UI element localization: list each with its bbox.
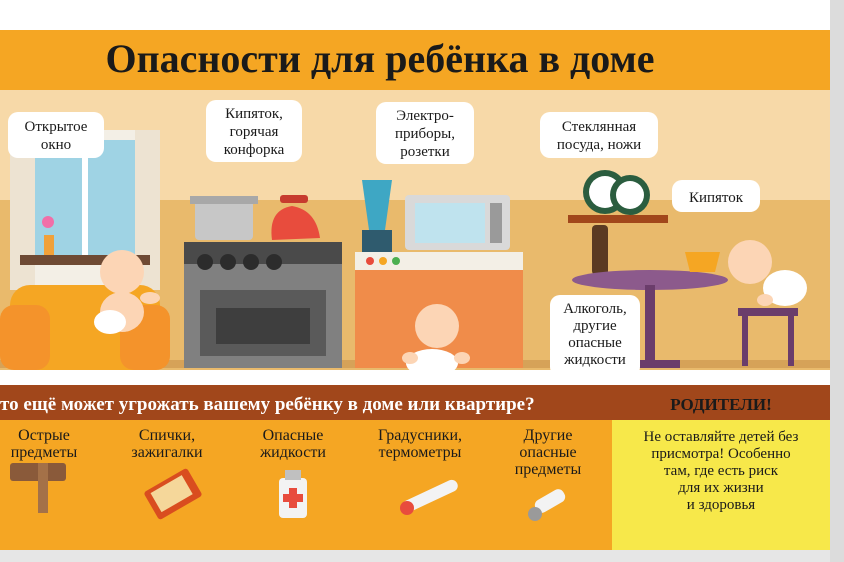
svg-text:Опасные: Опасные xyxy=(263,427,324,444)
scrollbar-track[interactable] xyxy=(830,0,844,562)
page-bottom xyxy=(0,550,830,562)
svg-text:присмотра! Особенно: присмотра! Особенно xyxy=(651,446,790,462)
lightbulb-icon xyxy=(528,489,566,521)
svg-text:Кипяток,: Кипяток, xyxy=(225,106,283,122)
category-matches: Спички, зажигалки xyxy=(131,427,203,520)
svg-text:там, где есть риск: там, где есть риск xyxy=(664,463,779,479)
svg-text:жидкости: жидкости xyxy=(259,444,326,461)
bottle-icon xyxy=(279,470,307,518)
svg-text:опасные: опасные xyxy=(519,444,576,461)
svg-text:Градусники,: Градусники, xyxy=(378,427,462,444)
hammer-icon xyxy=(10,463,66,513)
svg-text:и здоровья: и здоровья xyxy=(687,497,755,513)
callout-alcohol: Алкоголь, другие опасные жидкости xyxy=(550,295,640,377)
svg-text:Не оставляйте детей без: Не оставляйте детей без xyxy=(644,429,799,445)
callout-open-window: Открытое окно xyxy=(8,112,104,158)
svg-text:Алкоголь,: Алкоголь, xyxy=(563,301,627,317)
svg-text:Кипяток: Кипяток xyxy=(689,190,744,206)
svg-text:Стеклянная: Стеклянная xyxy=(562,119,636,135)
page-title: Опасности для ребёнка в доме xyxy=(105,36,654,81)
category-other-objects: Другие опасные предметы xyxy=(515,427,582,521)
shelf-illustration xyxy=(568,170,668,275)
baby-sitting xyxy=(402,304,470,377)
baby-on-sofa xyxy=(94,250,160,334)
svg-text:конфорка: конфорка xyxy=(224,142,285,158)
table-illustration xyxy=(572,252,798,368)
thermometer-icon xyxy=(400,479,458,515)
svg-text:зажигалки: зажигалки xyxy=(131,444,203,461)
svg-text:жидкости: жидкости xyxy=(563,352,626,368)
svg-text:предметы: предметы xyxy=(11,444,78,461)
parents-message: Не оставляйте детей без присмотра! Особе… xyxy=(644,429,799,513)
svg-text:опасные: опасные xyxy=(568,335,622,351)
infographic: Опасности для ребёнка в доме xyxy=(0,30,830,550)
callout-stove: Кипяток, горячая конфорка xyxy=(206,100,302,162)
svg-text:приборы,: приборы, xyxy=(395,126,455,142)
question-bar xyxy=(0,385,612,420)
svg-text:посуда, ножи: посуда, ножи xyxy=(557,137,641,153)
category-dangerous-liquids: Опасные жидкости xyxy=(259,427,326,518)
title-band xyxy=(0,30,830,90)
svg-text:окно: окно xyxy=(41,137,71,153)
callout-boiling-water: Кипяток xyxy=(672,180,760,212)
svg-text:Острые: Острые xyxy=(18,427,70,444)
parents-header-bg xyxy=(612,385,830,420)
svg-text:Электро-: Электро- xyxy=(396,108,454,124)
baby-on-stool xyxy=(728,240,807,306)
svg-text:горячая: горячая xyxy=(230,124,279,140)
svg-text:Спички,: Спички, xyxy=(139,427,195,444)
stove-illustration xyxy=(184,195,342,368)
svg-text:для их жизни: для их жизни xyxy=(678,480,763,496)
svg-text:Другие: Другие xyxy=(524,427,573,444)
category-thermometers: Градусники, термометры xyxy=(378,427,462,515)
svg-text:предметы: предметы xyxy=(515,461,582,478)
category-sharp-objects: Острые предметы xyxy=(10,427,78,513)
question-text: то ещё может угрожать вашему ребёнку в д… xyxy=(0,394,535,415)
svg-text:розетки: розетки xyxy=(400,144,449,160)
parents-panel xyxy=(612,420,830,550)
callout-glass-knives: Стеклянная посуда, ножи xyxy=(540,112,658,158)
matchbox-icon xyxy=(144,468,202,520)
svg-text:термометры: термометры xyxy=(379,444,462,461)
callout-appliances: Электро- приборы, розетки xyxy=(376,102,474,164)
svg-text:другие: другие xyxy=(573,318,617,334)
parents-header: РОДИТЕЛИ! xyxy=(670,395,772,414)
svg-text:Открытое: Открытое xyxy=(25,119,88,135)
window-illustration xyxy=(10,130,160,290)
